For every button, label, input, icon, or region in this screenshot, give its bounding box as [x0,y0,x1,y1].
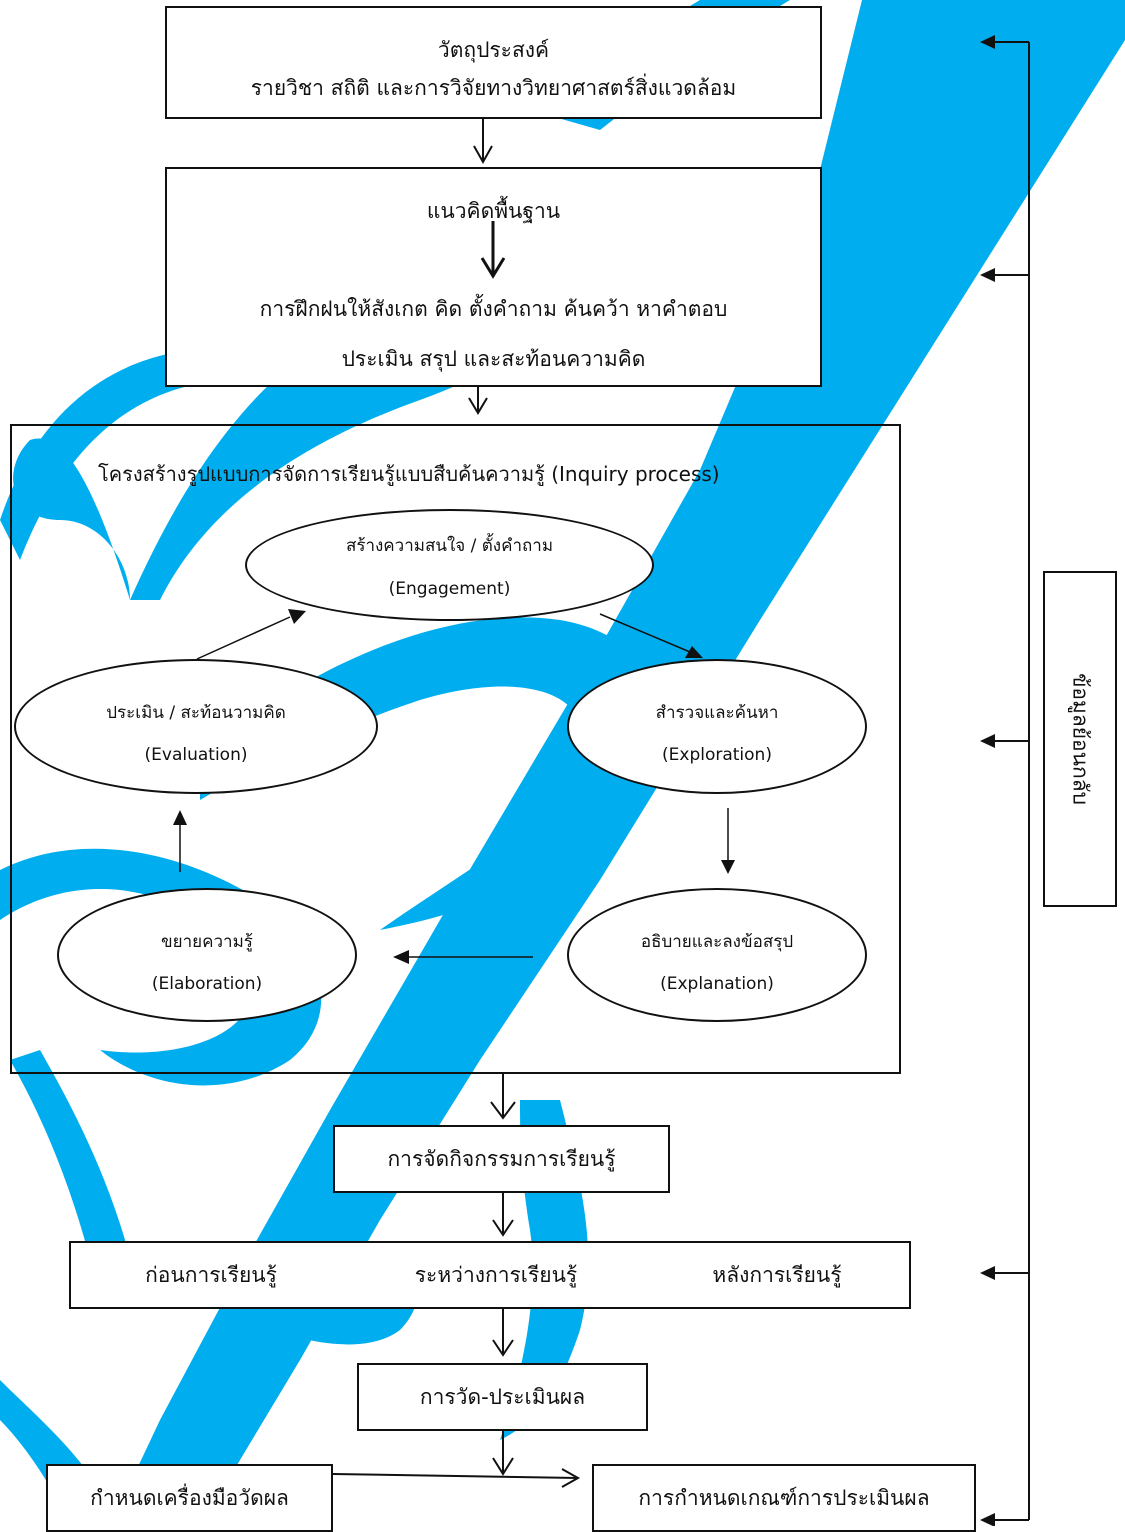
feedback-label: ข้อมูลย้อนกลับ [1068,673,1093,805]
activities-box: การจัดกิจกรรมการเรียนรู้ [333,1125,670,1193]
measurement-label: การวัด-ประเมินผล [419,1385,586,1409]
phase-before: ก่อนการเรียนรู้ [145,1263,277,1287]
phase-during: ระหว่างการเรียนรู้ [414,1263,578,1287]
concept-box: แนวคิดพื้นฐาน การฝึกฝนให้สังเกต คิด ตั้ง… [165,167,822,387]
objective-title: วัตถุประสงค์ [437,38,550,62]
tools-box: กำหนดเครื่องมือวัดผล [46,1464,333,1532]
objective-box: วัตถุประสงค์ รายวิชา สถิติ และการวิจัยทา… [165,6,822,119]
activities-label: การจัดกิจกรรมการเรียนรู้ [387,1147,616,1171]
exploration-label-th: สำรวจและค้นหา [655,703,779,723]
phase-after: หลังการเรียนรู้ [712,1263,842,1287]
engagement-label-en: (Engagement) [388,579,511,599]
explanation-label-th: อธิบายและลงข้อสรุป [640,932,794,952]
concept-line-1: การฝึกฝนให้สังเกต คิด ตั้งคำถาม ค้นคว้า … [259,297,728,321]
exploration-ellipse: สำรวจและค้นหา (Exploration) [567,659,867,794]
phases-box: ก่อนการเรียนรู้ ระหว่างการเรียนรู้ หลังก… [69,1241,911,1309]
concept-title: แนวคิดพื้นฐาน [426,199,561,223]
criteria-label: การกำหนดเกณฑ์การประเมินผล [638,1486,930,1510]
explanation-label-en: (Explanation) [660,974,774,994]
evaluation-label-en: (Evaluation) [144,745,248,765]
objective-subtitle: รายวิชา สถิติ และการวิจัยทางวิทยาศาสตร์ส… [250,76,737,100]
exploration-label-en: (Exploration) [662,745,772,765]
criteria-box: การกำหนดเกณฑ์การประเมินผล [592,1464,976,1532]
concept-line-2: ประเมิน สรุป และสะท้อนความคิด [341,347,646,371]
engagement-label-th: สร้างความสนใจ / ตั้งคำถาม [345,536,554,556]
feedback-box: ข้อมูลย้อนกลับ [1043,571,1117,907]
elaboration-ellipse: ขยายความรู้ (Elaboration) [57,888,357,1022]
elaboration-label-en: (Elaboration) [151,974,263,994]
tools-label: กำหนดเครื่องมือวัดผล [90,1486,289,1510]
evaluation-label-th: ประเมิน / สะท้อนวามคิด [106,703,286,723]
explanation-ellipse: อธิบายและลงข้อสรุป (Explanation) [567,888,867,1022]
measurement-box: การวัด-ประเมินผล [357,1363,648,1431]
inquiry-process-frame [10,424,901,1074]
engagement-ellipse: สร้างความสนใจ / ตั้งคำถาม (Engagement) [245,509,654,621]
inquiry-process-title: โครงสร้างรูปแบบการจัดการเรียนรู้แบบสืบค้… [98,462,720,486]
evaluation-ellipse: ประเมิน / สะท้อนวามคิด (Evaluation) [14,659,378,794]
elaboration-label-th: ขยายความรู้ [161,932,253,952]
